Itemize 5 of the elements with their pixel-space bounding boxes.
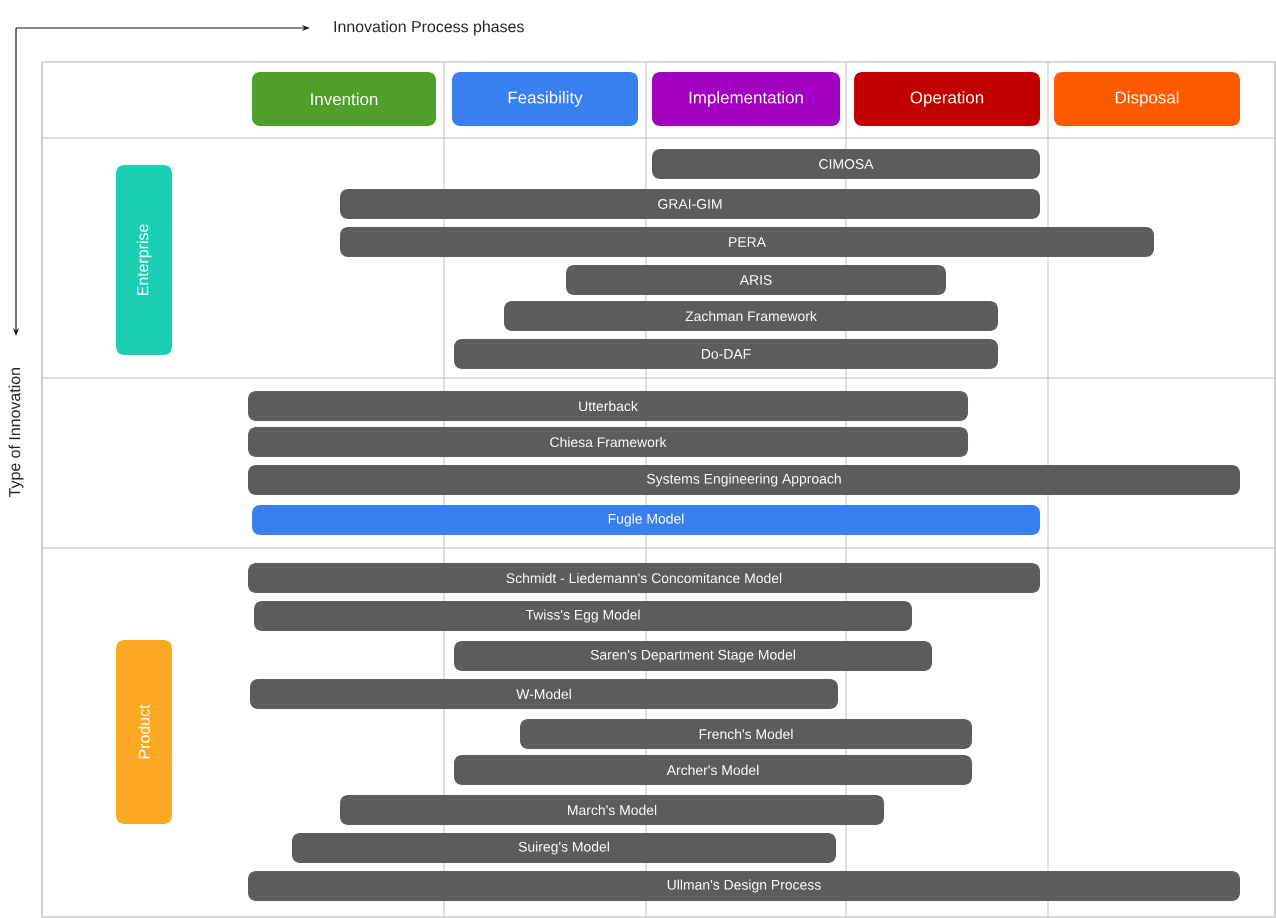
phase-header-box: Feasibility bbox=[452, 72, 638, 126]
phase-header-box: Operation bbox=[854, 72, 1040, 126]
phase-header-box: Invention bbox=[252, 72, 436, 126]
phase-header-box: Implementation bbox=[652, 72, 840, 126]
phase-header-box: Disposal bbox=[1054, 72, 1240, 126]
